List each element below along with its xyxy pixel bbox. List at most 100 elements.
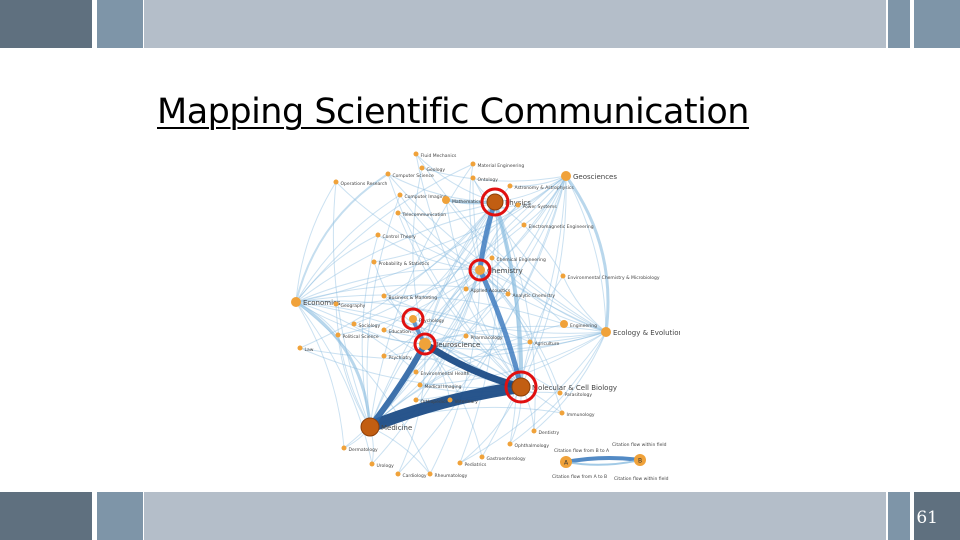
network-node — [442, 196, 450, 204]
bottom-bar-light — [144, 492, 886, 540]
network-edge — [459, 331, 607, 464]
network-edge — [421, 167, 567, 182]
network-edge — [459, 386, 522, 464]
network-node — [419, 165, 425, 171]
network-node — [381, 353, 387, 359]
network-edge — [337, 334, 371, 428]
network-edge — [469, 163, 481, 271]
network-node-label: Law — [305, 347, 314, 353]
network-edge — [424, 331, 607, 351]
network-edge — [369, 175, 567, 428]
network-edge — [465, 175, 567, 337]
network-node-label: Electromagnetic Engineering — [529, 224, 594, 230]
network-node-label: Political Science — [343, 334, 379, 340]
network-node-label: Psychiatry — [389, 355, 413, 361]
network-edge — [565, 175, 607, 333]
network-node-label: Molecular & Cell Biology — [532, 384, 617, 392]
network-edge — [295, 163, 474, 303]
network-edge — [295, 268, 481, 303]
network-node — [486, 193, 504, 211]
network-node — [351, 321, 357, 327]
network-node-label: Parasitology — [565, 392, 593, 398]
network-node-label: Neuroscience — [433, 341, 480, 349]
network-node — [470, 175, 476, 181]
top-bar-dark-right — [914, 0, 960, 48]
top-bar-mid-left — [97, 0, 143, 48]
network-node — [333, 301, 339, 307]
network-node — [360, 417, 380, 437]
bottom-bar-mid-left — [97, 492, 143, 540]
network-edge — [371, 269, 481, 465]
network-node-label: Operations Research — [341, 181, 388, 187]
network-node-label: Education — [389, 329, 412, 335]
network-node — [447, 397, 453, 403]
network-edge — [373, 175, 567, 263]
network-node — [375, 232, 381, 238]
network-node-label: Orthopedics — [421, 399, 449, 405]
network-edge — [295, 301, 373, 465]
network-node-label: Psychology — [419, 318, 445, 324]
network-node — [381, 293, 387, 299]
highlight-ring — [413, 332, 437, 356]
network-edge — [295, 181, 337, 303]
network-node-label: Medicine — [381, 424, 412, 432]
network-edge — [415, 269, 481, 373]
network-edge — [299, 201, 496, 349]
network-edge — [412, 167, 426, 345]
network-node — [507, 183, 513, 189]
network-node-label: Engineering — [570, 323, 597, 329]
network-edge — [424, 325, 607, 345]
legend-within-b: Citation flow within field — [612, 442, 667, 448]
top-bar-light — [144, 0, 886, 48]
network-node — [527, 339, 533, 345]
highlight-ring — [468, 258, 492, 282]
network-node — [515, 202, 521, 208]
network-node — [291, 297, 301, 307]
network-node-label: Chemistry — [487, 267, 523, 275]
network-node-label: Computer Imaging — [405, 194, 447, 200]
network-node — [560, 320, 568, 328]
network-node — [531, 428, 537, 434]
network-node — [521, 222, 527, 228]
network-edge — [295, 175, 567, 303]
network-node — [419, 338, 431, 350]
network-node — [409, 315, 417, 323]
network-edge — [335, 269, 481, 305]
network-node — [557, 390, 563, 396]
network-node — [427, 471, 433, 477]
network-edge — [397, 212, 607, 333]
network-node-label: Urology — [377, 463, 395, 469]
network-node — [395, 210, 401, 216]
network-edge — [494, 201, 564, 277]
network-node-label: Ophthalmology — [515, 443, 550, 449]
network-edge — [383, 295, 607, 334]
network-edge — [465, 175, 567, 290]
top-bar-mid-right — [888, 0, 910, 48]
network-edge — [335, 181, 481, 271]
network-node — [297, 345, 303, 351]
legend-within-a: Citation flow within field — [614, 476, 669, 482]
network-edge — [353, 175, 567, 325]
network-edge — [332, 181, 371, 428]
network-edge — [295, 284, 509, 303]
network-node-label: Geosciences — [573, 173, 617, 181]
network-edge — [383, 201, 496, 297]
network-node-label: Probability & Statistics — [379, 261, 430, 267]
network-node-label: Astronomy & Astrophysics — [515, 185, 575, 191]
network-node — [601, 327, 611, 337]
network-edge — [424, 224, 525, 345]
network-node-label: Business & Marketing — [389, 295, 438, 301]
network-edge — [397, 212, 522, 388]
network-node-label: Applied Acoustics — [471, 288, 511, 294]
network-edge — [449, 175, 567, 401]
network-edge — [493, 200, 524, 389]
network-edge — [424, 201, 496, 345]
network-node-label: Environmental Health — [421, 371, 470, 377]
network-edge — [459, 201, 499, 464]
network-node-label: Ontology — [478, 177, 499, 183]
network-edge — [533, 331, 607, 432]
network-node — [463, 333, 469, 339]
top-bar-dark-left — [0, 0, 92, 48]
network-edge — [445, 199, 607, 333]
network-edge — [429, 269, 481, 475]
